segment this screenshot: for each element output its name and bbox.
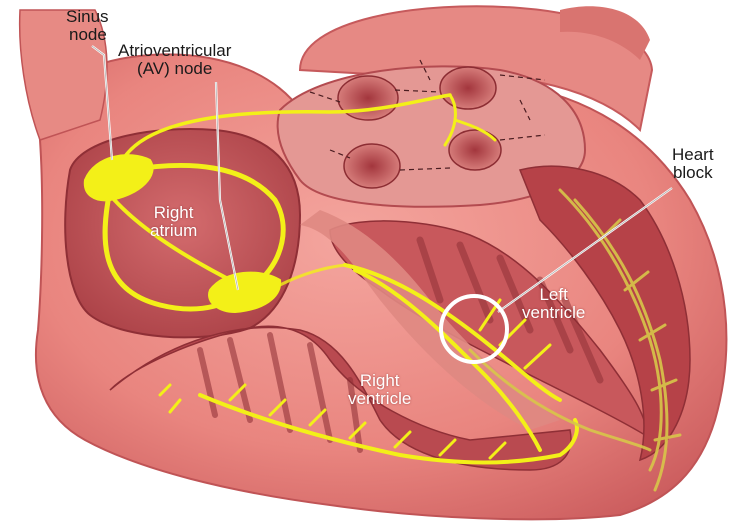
heart-block-label-line1: Heart bbox=[672, 146, 714, 164]
valve-3 bbox=[344, 144, 400, 188]
right-ventricle-label-line1: Right bbox=[348, 372, 411, 390]
heart-block-label: Heart block bbox=[672, 146, 714, 182]
left-ventricle-label-line2: ventricle bbox=[522, 304, 585, 322]
valve-1 bbox=[338, 76, 398, 120]
right-atrium-label-line2: atrium bbox=[150, 222, 197, 240]
left-ventricle-label-line1: Left bbox=[522, 286, 585, 304]
av-node-label: Atrioventricular (AV) node bbox=[118, 42, 231, 78]
heart-block-label-line2: block bbox=[672, 164, 714, 182]
left-ventricle-label: Left ventricle bbox=[522, 286, 585, 322]
av-node-label-line1: Atrioventricular bbox=[118, 42, 231, 60]
valve-4 bbox=[449, 130, 501, 170]
right-ventricle-label-line2: ventricle bbox=[348, 390, 411, 408]
sinus-node-label-line1: Sinus bbox=[66, 8, 109, 26]
sinus-node-label-line2: node bbox=[66, 26, 109, 44]
right-atrium-label: Right atrium bbox=[150, 204, 197, 240]
valve-2 bbox=[440, 67, 496, 109]
av-node-label-line2: (AV) node bbox=[118, 60, 231, 78]
sinus-node-label: Sinus node bbox=[66, 8, 109, 44]
right-atrium-label-line1: Right bbox=[150, 204, 197, 222]
right-ventricle-label: Right ventricle bbox=[348, 372, 411, 408]
